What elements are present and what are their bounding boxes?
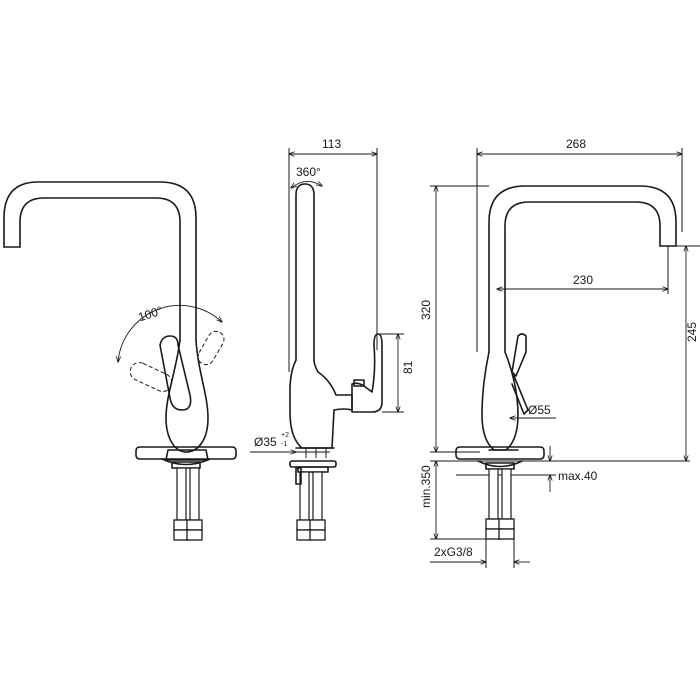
spout-outer — [3, 181, 197, 341]
overall-height-label: 320 — [419, 300, 433, 320]
supply-hoses — [173, 467, 203, 541]
lever-height-label: 81 — [401, 360, 415, 374]
connections-label: 2xG3/8 — [434, 545, 473, 559]
hose-length-label: min.350 — [419, 465, 433, 508]
side-body — [289, 359, 353, 449]
side-diameter-tol-upper: +2 — [281, 432, 289, 439]
spout-reach-label: 230 — [573, 273, 593, 287]
side-depth-label: 113 — [322, 137, 341, 151]
front-view-left: 100° — [3, 181, 237, 541]
spout-height-label: 245 — [685, 322, 699, 342]
front-diameter-label: Ø55 — [528, 403, 551, 417]
side-hoses — [295, 467, 326, 541]
overall-width-label: 268 — [566, 137, 586, 151]
right-spout-inner — [504, 201, 661, 353]
mounting-plate — [135, 446, 237, 460]
side-view: 113 360° 81 Ø35 +2 -1 — [250, 137, 415, 541]
deck-thickness-label: max.40 — [558, 469, 598, 483]
right-hoses — [485, 468, 515, 540]
right-plate — [455, 446, 545, 460]
side-diameter-tol-lower: -1 — [281, 441, 287, 448]
right-lever — [511, 333, 527, 377]
lever-angle-label: 100° — [136, 303, 164, 324]
body — [165, 339, 209, 453]
lever-angle-arc — [118, 304, 222, 362]
side-diameter-label: Ø35 — [254, 435, 277, 449]
rotation-arc — [291, 181, 322, 188]
right-spout-outer — [488, 185, 677, 353]
side-spout — [295, 183, 315, 361]
front-view-right: 268 230 Ø55 320 245 — [419, 137, 700, 568]
spout-inner — [19, 197, 181, 341]
rotation-label: 360° — [296, 165, 321, 179]
lever — [159, 335, 192, 411]
